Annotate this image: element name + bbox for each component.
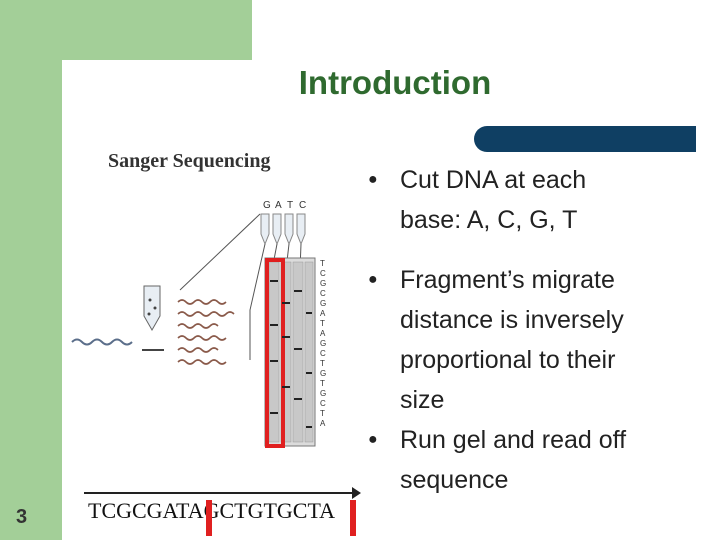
navy-accent-bar	[474, 126, 696, 152]
bullet-dot-icon: ●	[368, 431, 378, 448]
sequence-marker-left	[206, 500, 212, 536]
bullet-2-line-2: distance is inversely	[400, 306, 624, 334]
bullet-3-line-1: Run gel and read off	[400, 426, 627, 454]
sequence-arrow-head-icon	[352, 487, 361, 499]
bullet-dot-icon: ●	[368, 271, 378, 288]
lane-label-c: C	[299, 200, 306, 211]
bullet-dot-icon: ●	[368, 171, 378, 188]
sanger-diagram: G A T C T C G C G A T A	[71, 200, 326, 448]
svg-text:A: A	[320, 329, 326, 338]
lane-label-t: T	[287, 200, 293, 211]
green-side-strip	[0, 0, 62, 540]
svg-text:A: A	[320, 309, 326, 318]
svg-text:A: A	[320, 419, 326, 428]
sequence-arrow-line	[84, 492, 358, 494]
bullet-3-line-2: sequence	[400, 466, 509, 494]
gel-highlight	[265, 258, 285, 448]
lane-label-g: G	[263, 200, 271, 211]
svg-text:C: C	[320, 399, 326, 408]
svg-text:T: T	[320, 259, 325, 268]
dna-template	[71, 338, 133, 346]
reaction-tubes	[260, 213, 306, 246]
dna-fragments	[177, 299, 235, 365]
sequence-marker-right	[350, 500, 356, 536]
svg-text:G: G	[320, 369, 326, 378]
figure-label: Sanger Sequencing	[108, 150, 271, 172]
bullet-1-line-1: Cut DNA at each	[400, 166, 587, 194]
bullet-2-line-1: Fragment’s migrate	[400, 266, 615, 294]
svg-text:G: G	[320, 279, 326, 288]
bullet-2-line-4: size	[400, 386, 445, 414]
page-number: 3	[16, 506, 28, 528]
bullet-2-line-3: proportional to their	[400, 346, 616, 374]
slide-title: Introduction	[298, 64, 492, 101]
gel-bands	[270, 280, 312, 428]
reaction-vial	[143, 285, 161, 332]
svg-text:C: C	[320, 349, 326, 358]
lane-label-a: A	[275, 200, 282, 211]
svg-text:T: T	[320, 379, 325, 388]
svg-text:T: T	[320, 319, 325, 328]
svg-text:G: G	[320, 299, 326, 308]
svg-text:C: C	[320, 269, 326, 278]
svg-text:G: G	[320, 339, 326, 348]
svg-text:T: T	[320, 409, 325, 418]
read-letters: T C G C G A T A G C T G T G C T A	[320, 259, 326, 428]
bullet-1-line-2: base: A, C, G, T	[400, 206, 578, 234]
svg-text:C: C	[320, 289, 326, 298]
svg-text:T: T	[320, 359, 325, 368]
svg-text:G: G	[320, 389, 326, 398]
